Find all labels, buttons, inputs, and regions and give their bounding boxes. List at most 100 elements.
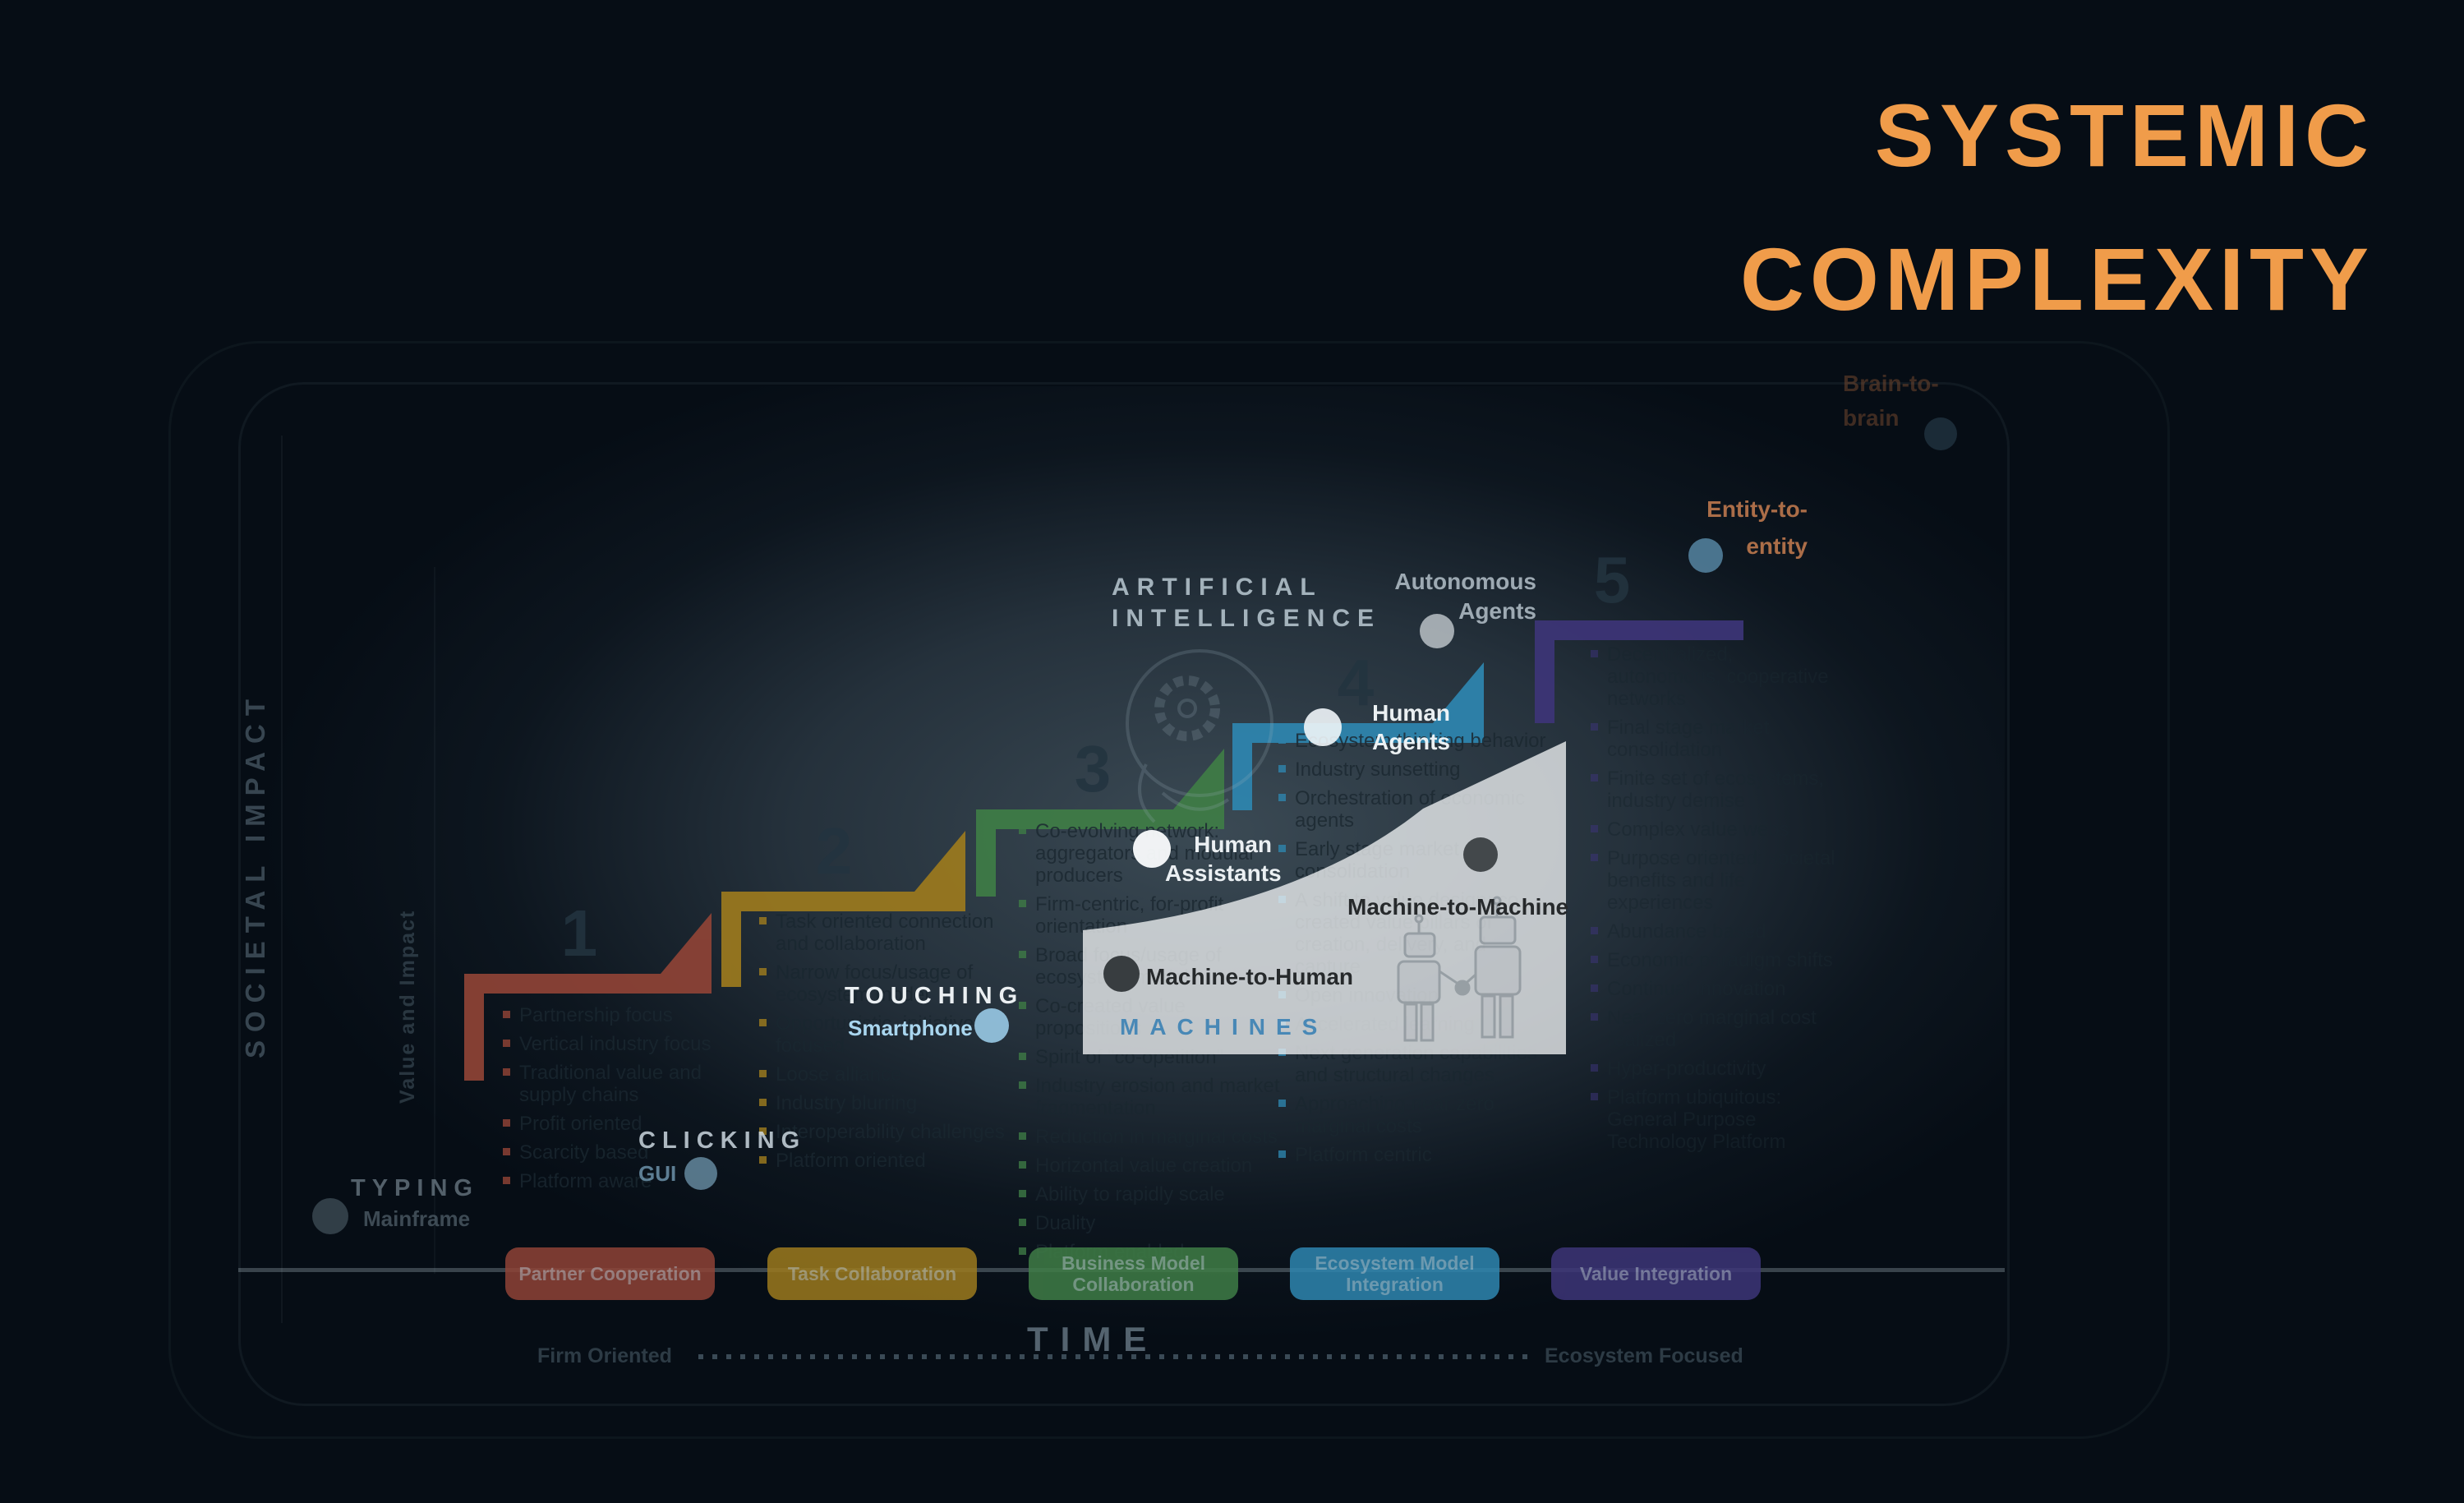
typing-sublabel: Mainframe: [363, 1206, 471, 1231]
bullet-item: Abundance based: [1591, 920, 1837, 943]
bullet-item: Hyper-productivity: [1591, 1058, 1837, 1080]
bullet-marker-icon: [1019, 1132, 1026, 1140]
bullet-text: Loose alliance: [776, 1063, 902, 1086]
bullet-item: Profit oriented: [503, 1113, 741, 1135]
bullet-item: Industry erosion and market fragmentatio…: [1019, 1075, 1290, 1119]
stage-3-ramp-icon: [1173, 749, 1224, 809]
y-axis-line: [281, 436, 283, 1323]
touching-sublabel: Smartphone: [848, 1016, 973, 1040]
stage-1-step-bar: [464, 974, 712, 994]
bullet-text: Industry blurring: [776, 1092, 918, 1114]
stage-3-number: 3: [1074, 732, 1112, 805]
bullet-text: Abundance based: [1607, 920, 1766, 943]
clicking-label: CLICKING: [638, 1127, 807, 1154]
bullet-text: Approaching near zero marginal costs: [1295, 1093, 1495, 1137]
bullet-marker-icon: [1019, 827, 1026, 834]
bullet-marker-icon: [759, 1127, 767, 1135]
entity-to-entity-dot: [1688, 538, 1723, 573]
stage-5-button-label: Value Integration: [1579, 1262, 1733, 1284]
bullet-marker-icon: [1591, 825, 1598, 832]
bullet-marker-icon: [1019, 1002, 1026, 1009]
stage-2-bullet-list: Task oriented connection and collaborati…: [759, 911, 1030, 1178]
bullet-marker-icon: [1278, 765, 1286, 772]
stage-1-riser: [464, 974, 484, 1081]
bullet-item: Narrow focus/usage of ecosystem model: [759, 961, 1030, 1006]
clicking-dot: [684, 1157, 717, 1190]
stage-2-riser: [721, 892, 741, 987]
autonomous-agents-dot: [1420, 614, 1454, 648]
bullet-text: Reduction in marginal costs: [1035, 1126, 1278, 1148]
bullet-marker-icon: [1278, 1100, 1286, 1107]
bullet-text: Hyper-productivity: [1607, 1058, 1766, 1080]
entity-line2: entity: [1746, 533, 1808, 559]
bullet-text: Firm-centric, for-profit orientation: [1035, 893, 1224, 938]
bullet-marker-icon: [759, 1070, 767, 1077]
bullet-item: Traditional value and supply chains: [503, 1062, 741, 1106]
bullet-marker-icon: [503, 1177, 510, 1184]
bullet-marker-icon: [1278, 845, 1286, 852]
stage-4-ramp-icon: [1433, 662, 1484, 723]
bullet-item: Partnership focus: [503, 1004, 741, 1026]
bullet-item: Reduction in marginal costs: [1019, 1126, 1290, 1148]
bullet-marker-icon: [1278, 736, 1286, 744]
stage-4-button-label: Ecosystem Model Integration: [1315, 1252, 1475, 1295]
bullet-marker-icon: [759, 1156, 767, 1164]
bullet-marker-icon: [1591, 854, 1598, 861]
typing-dot: [312, 1198, 348, 1234]
bullet-marker-icon: [1591, 1013, 1598, 1021]
bullet-marker-icon: [503, 1148, 510, 1155]
slide-title-line1: SYSTEMIC: [1874, 85, 2374, 185]
bullet-marker-icon: [759, 917, 767, 924]
bullet-item: Task oriented connection and collaborati…: [759, 911, 1030, 955]
ai-brain-sketch: [1126, 649, 1273, 823]
bullet-marker-icon: [1591, 774, 1598, 781]
robot-handshake-sketch: [1397, 896, 1522, 1042]
bullet-item: Finite set of ecosystems, industry demis…: [1591, 768, 1837, 812]
bullet-text: Economic paradigm shifts: [1607, 949, 1833, 971]
bullet-item: Opportunistic, initiative focused: [759, 1012, 1030, 1057]
bullet-item: Co-evolving network: aggregators and mod…: [1019, 820, 1290, 887]
bullet-marker-icon: [1591, 927, 1598, 934]
time-axis-right-label: Ecosystem Focused: [1545, 1344, 1743, 1367]
bullet-item: Interoperability challenges: [759, 1121, 1030, 1143]
bullet-text: Near zero marginal cost realized: [1607, 1007, 1817, 1051]
ai-heading-line2: INTELLIGENCE: [1112, 604, 1382, 632]
bullet-text: Narrow focus/usage of ecosystem model: [776, 961, 974, 1006]
bullet-marker-icon: [1591, 956, 1598, 963]
bullet-marker-icon: [1591, 723, 1598, 731]
machine-to-machine-label: Machine-to-Machine: [1347, 894, 1569, 920]
stage-3-riser: [976, 809, 996, 897]
human-assistants-label: Human Assistants: [1165, 830, 1282, 888]
clicking-sublabel: GUI: [638, 1161, 677, 1186]
stage-2-button-label: Task Collaboration: [787, 1262, 957, 1284]
bullet-text: Industry erosion and market fragmentatio…: [1035, 1075, 1280, 1119]
bullet-item: Platform oriented: [759, 1150, 1030, 1172]
stage-5-button: Value Integration: [1551, 1247, 1761, 1300]
bullet-item: Approaching near zero marginal costs: [1278, 1093, 1550, 1137]
bullet-text: Interoperability challenges: [776, 1121, 1005, 1143]
stage-4-step-bar: [1232, 723, 1484, 743]
human-agents-line1: Human: [1372, 700, 1450, 726]
typing-label: TYPING: [351, 1175, 479, 1201]
bullet-text: Final stage market consolidation: [1607, 717, 1770, 761]
human-assistants-dot: [1133, 830, 1171, 868]
stage-2-number: 2: [815, 814, 853, 888]
stage-1-button: Partner Cooperation: [505, 1247, 715, 1300]
stage-1-button-label: Partner Cooperation: [518, 1262, 702, 1284]
bullet-marker-icon: [503, 1011, 510, 1018]
bullet-item: Continual innovation: [1591, 978, 1837, 1000]
bullet-text: Opportunistic, initiative focused: [776, 1012, 974, 1057]
bullet-text: Platform oriented: [776, 1150, 926, 1172]
bullet-text: Platform aware: [519, 1170, 652, 1192]
ecosystem-evolution-diagram: SOCIETAL IMPACT Value and Impact 1 Partn…: [131, 320, 2202, 1471]
bullet-item: Final stage market consolidation: [1591, 717, 1837, 761]
bullet-text: Duality: [1035, 1212, 1096, 1234]
bullet-marker-icon: [1591, 984, 1598, 992]
human-assistants-line2: Assistants: [1165, 860, 1282, 886]
bullet-item: Duality: [1019, 1212, 1290, 1234]
bullet-text: Horizontal value creation: [1035, 1155, 1253, 1177]
machines-swoosh-band: [1083, 649, 1566, 1054]
human-assistants-line1: Human: [1194, 832, 1272, 857]
